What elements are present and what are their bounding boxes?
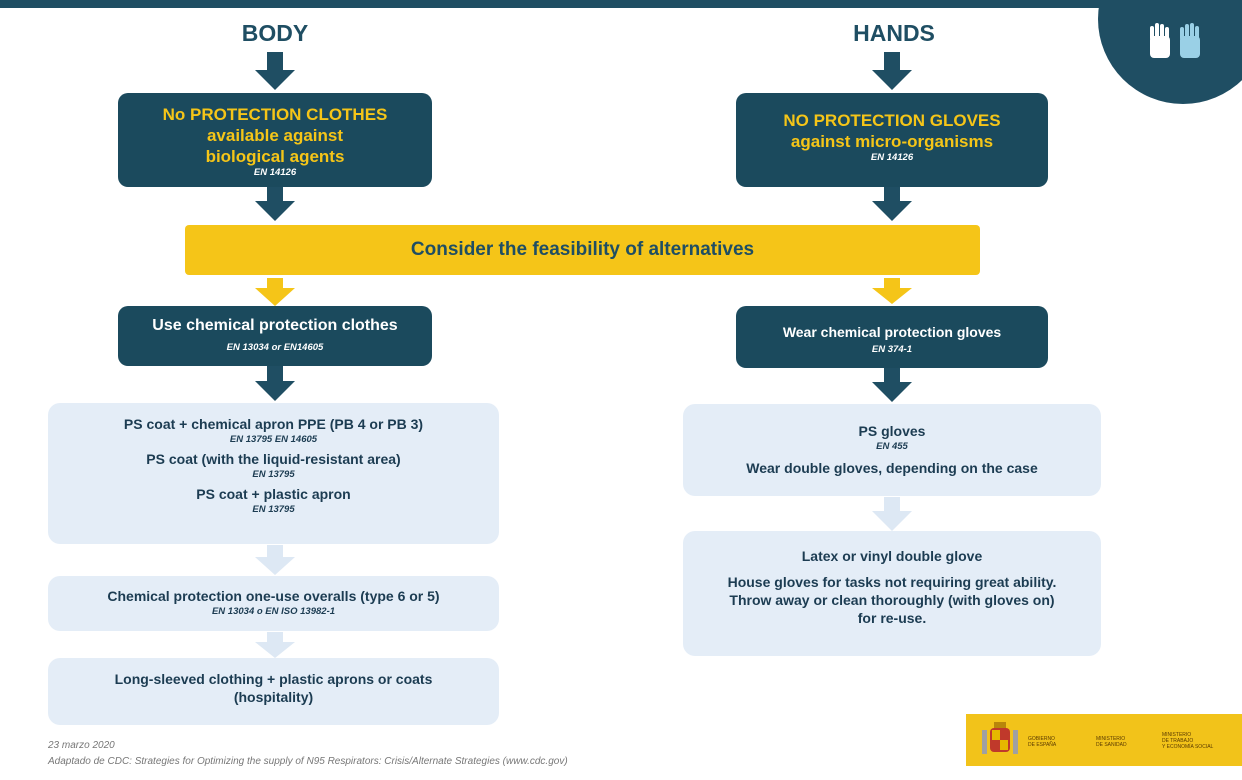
alternatives-banner: Consider the feasibility of alternatives bbox=[185, 225, 980, 275]
hands-no-protection-line2: against micro-organisms bbox=[790, 132, 994, 151]
gov-label-3: MINISTERIO DE TRABAJO Y ECONOMÍA SOCIAL bbox=[1162, 732, 1222, 750]
body-options-box: PS coat + chemical apron PPE (PB 4 or PB… bbox=[48, 403, 499, 544]
hands-double-glove-line3: for re-use. bbox=[857, 610, 927, 626]
hands-ps-gloves-box: PS gloves EN 455 Wear double gloves, dep… bbox=[683, 404, 1101, 496]
hands-chemical-gloves-standard: EN 374-1 bbox=[871, 344, 913, 355]
body-overalls-standard: EN 13034 o EN ISO 13982-1 bbox=[211, 606, 336, 617]
top-bar bbox=[0, 0, 1242, 8]
body-title: BODY bbox=[241, 20, 309, 46]
gov-label-2-line2: DE SANIDAD bbox=[1096, 742, 1127, 748]
body-no-protection-box: No PROTECTION CLOTHES available against … bbox=[118, 93, 432, 187]
gov-label-2: MINISTERIO DE SANIDAD bbox=[1096, 736, 1156, 748]
hands-chemical-gloves-box: Wear chemical protection gloves EN 374-1 bbox=[736, 306, 1048, 368]
hands-ps-gloves-label: PS gloves bbox=[858, 423, 926, 439]
corner-badge bbox=[1098, 0, 1242, 104]
hands-title: HANDS bbox=[853, 20, 935, 46]
hands-no-protection-box: NO PROTECTION GLOVES against micro-organ… bbox=[736, 93, 1048, 187]
arrow-down-icon bbox=[872, 187, 912, 221]
body-chemical-clothes-standard: EN 13034 or EN14605 bbox=[226, 342, 324, 353]
coat-of-arms-icon bbox=[982, 722, 1018, 754]
body-no-protection-line3: biological agents bbox=[205, 147, 345, 166]
arrow-down-icon bbox=[872, 52, 912, 90]
body-no-protection-line1: No PROTECTION CLOTHES bbox=[162, 105, 388, 124]
body-long-sleeved-line1: Long-sleeved clothing + plastic aprons o… bbox=[114, 671, 433, 687]
gov-label-2-line1: MINISTERIO bbox=[1096, 736, 1126, 742]
arrow-down-icon bbox=[255, 187, 295, 221]
government-logo: GOBIERNO DE ESPAÑA MINISTERIO DE SANIDAD… bbox=[966, 714, 1242, 766]
gov-label-3-line1: MINISTERIO bbox=[1162, 732, 1192, 738]
body-chemical-clothes-box: Use chemical protection clothes EN 13034… bbox=[118, 306, 432, 366]
gov-label-3-line3: Y ECONOMÍA SOCIAL bbox=[1162, 744, 1214, 750]
arrow-down-icon bbox=[872, 497, 912, 531]
hands-ps-gloves-note: Wear double gloves, depending on the cas… bbox=[746, 460, 1038, 476]
hands-double-glove-box: Latex or vinyl double glove House gloves… bbox=[683, 531, 1101, 656]
gloved-hands-icon bbox=[1150, 23, 1200, 58]
body-option-standard: EN 13795 EN 14605 bbox=[229, 434, 318, 445]
arrow-down-icon bbox=[872, 368, 912, 402]
body-overalls-label: Chemical protection one-use overalls (ty… bbox=[107, 588, 440, 604]
body-long-sleeved-line2: (hospitality) bbox=[233, 689, 314, 705]
hands-chemical-gloves-title: Wear chemical protection gloves bbox=[782, 324, 1002, 340]
body-overalls-box: Chemical protection one-use overalls (ty… bbox=[48, 576, 499, 631]
arrow-down-icon bbox=[255, 52, 295, 90]
body-option-standard: EN 13795 bbox=[252, 504, 295, 515]
hands-double-glove-line2: Throw away or clean thoroughly (with glo… bbox=[729, 592, 1055, 608]
body-option-label: PS coat + plastic apron bbox=[196, 486, 351, 502]
footer-source: Adaptado de CDC: Strategies for Optimizi… bbox=[48, 756, 568, 767]
arrow-down-icon bbox=[255, 545, 295, 575]
gov-label-1-line1: GOBIERNO bbox=[1028, 736, 1055, 742]
hands-ps-gloves-standard: EN 455 bbox=[876, 441, 908, 452]
body-chemical-clothes-title: Use chemical protection clothes bbox=[152, 317, 398, 334]
arrow-down-icon bbox=[255, 365, 295, 401]
gov-label-1: GOBIERNO DE ESPAÑA bbox=[1028, 736, 1088, 748]
gov-label-3-line2: DE TRABAJO bbox=[1162, 738, 1194, 744]
hands-double-glove-line1: House gloves for tasks not requiring gre… bbox=[727, 574, 1057, 590]
arrow-down-icon bbox=[255, 632, 295, 658]
hands-double-glove-title: Latex or vinyl double glove bbox=[801, 548, 983, 564]
body-option-label: PS coat + chemical apron PPE (PB 4 or PB… bbox=[123, 416, 424, 432]
hands-no-protection-standard: EN 14126 bbox=[870, 152, 914, 163]
body-long-sleeved-box: Long-sleeved clothing + plastic aprons o… bbox=[48, 658, 499, 725]
body-option-standard: EN 13795 bbox=[252, 469, 295, 480]
arrow-down-icon bbox=[872, 278, 912, 304]
body-no-protection-line2: available against bbox=[206, 126, 344, 145]
body-no-protection-standard: EN 14126 bbox=[253, 167, 297, 178]
footer-date: 23 marzo 2020 bbox=[48, 740, 115, 751]
gov-label-1-line2: DE ESPAÑA bbox=[1028, 742, 1057, 748]
hands-no-protection-line1: NO PROTECTION GLOVES bbox=[783, 111, 1001, 130]
body-option-label: PS coat (with the liquid-resistant area) bbox=[146, 451, 401, 467]
arrow-down-icon bbox=[255, 278, 295, 306]
